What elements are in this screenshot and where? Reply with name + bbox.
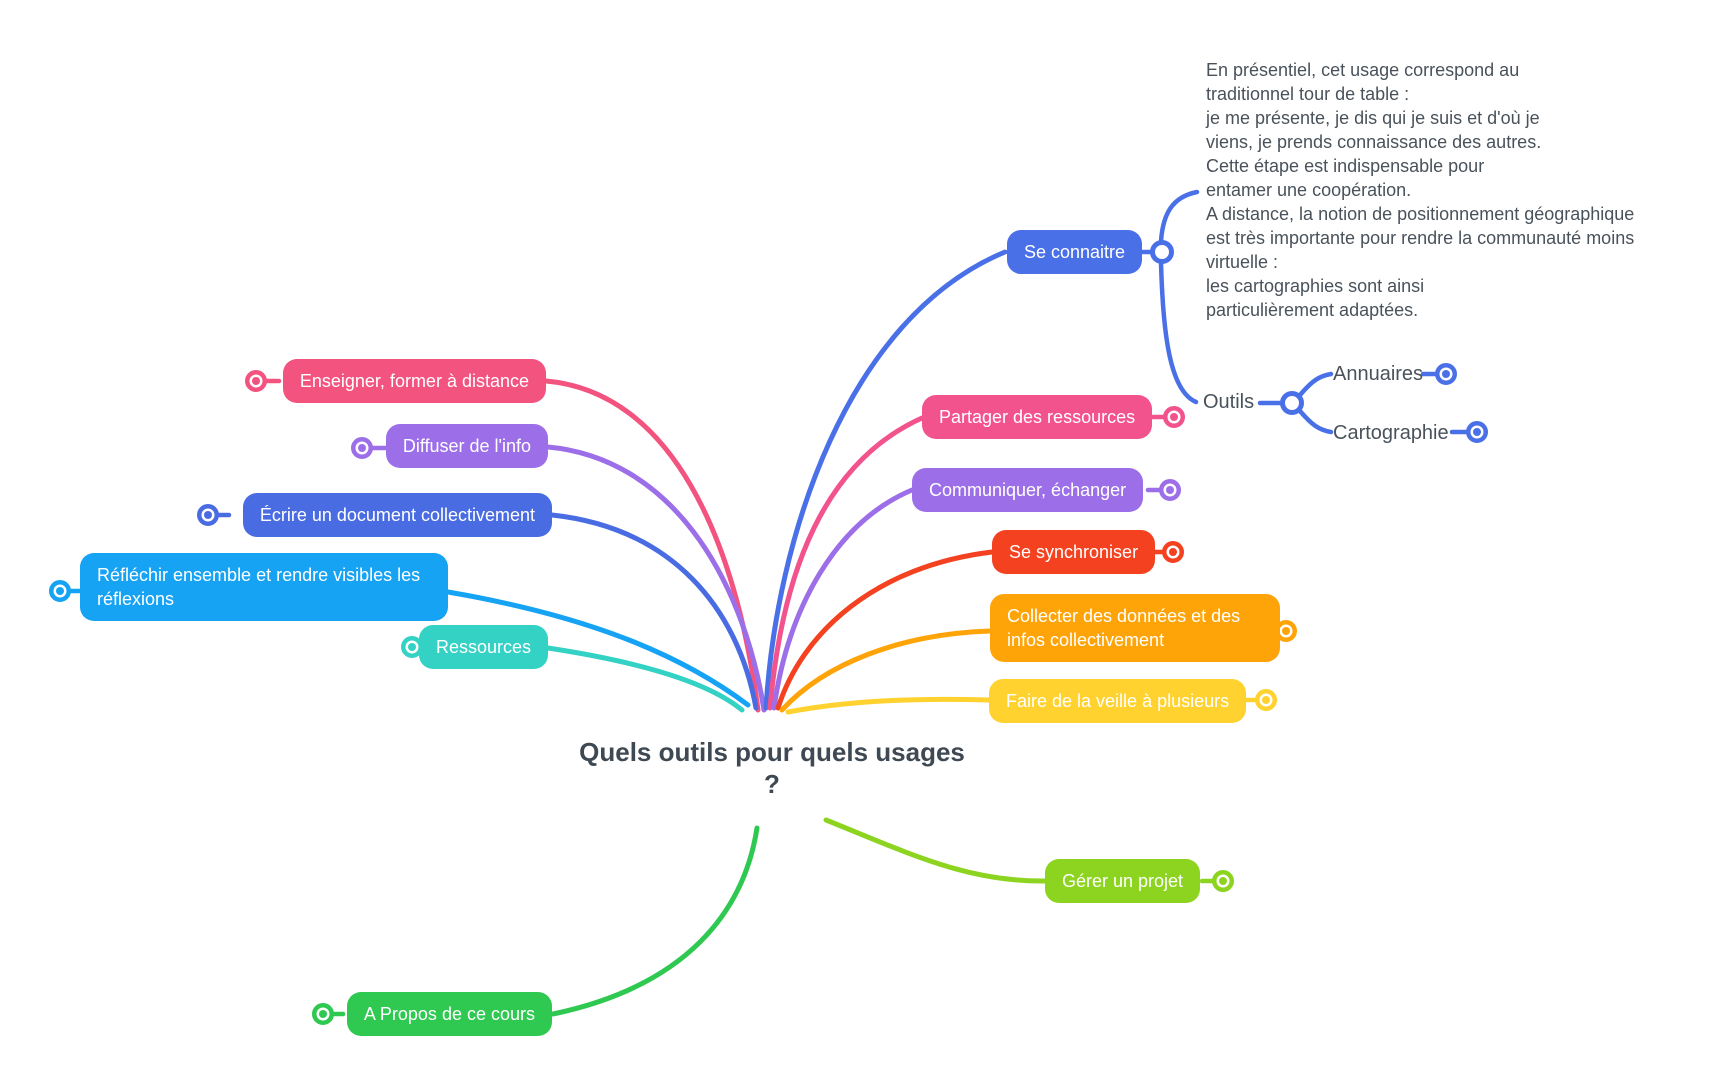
connector-junction-to-annotation — [1158, 189, 1200, 244]
target-icon-gerer[interactable] — [1212, 870, 1234, 892]
node-synchroniser[interactable]: Se synchroniser — [992, 530, 1156, 574]
node-enseigner[interactable]: Enseigner, former à distance — [282, 359, 546, 403]
branch-curve-veille — [785, 696, 992, 715]
node-reflechir[interactable]: Réfléchir ensemble et rendre visibles le… — [80, 553, 448, 621]
branch-curve-gerer — [823, 817, 1048, 884]
node-annuaires[interactable]: Annuaires — [1333, 363, 1424, 385]
target-icon-partager[interactable] — [1163, 406, 1185, 428]
target-icon-annuaires[interactable] — [1435, 363, 1457, 385]
connector-junction-to-outils — [1158, 260, 1199, 405]
node-gerer[interactable]: Gérer un projet — [1045, 859, 1201, 903]
node-ressources[interactable]: Ressources — [418, 625, 548, 669]
root-title-line1: Quels outils pour quels usages — [579, 737, 965, 767]
branch-curve-diffuser — [545, 444, 767, 713]
target-icon-diffuser[interactable] — [351, 437, 373, 459]
target-icon-synchroniser[interactable] — [1162, 541, 1184, 563]
branch-curve-collecter — [779, 628, 993, 713]
target-icon-reflechir[interactable] — [49, 580, 71, 602]
connector-junction-to-annuaires — [1297, 371, 1334, 398]
root-node-title[interactable]: Quels outils pour quels usages ? — [522, 736, 1022, 800]
branch-curve-partager — [767, 415, 925, 711]
target-icon-cartographie[interactable] — [1466, 421, 1488, 443]
branch-curve-synchroniser — [775, 549, 995, 711]
target-icon-veille[interactable] — [1255, 689, 1277, 711]
target-icon-communiquer[interactable] — [1159, 479, 1181, 501]
target-icon-enseigner[interactable] — [245, 370, 267, 392]
junction-circle-se-connaitre[interactable] — [1150, 240, 1174, 264]
node-partager[interactable]: Partager des ressources — [922, 395, 1153, 439]
target-icon-apropos[interactable] — [312, 1003, 334, 1025]
branch-curve-apropos — [550, 825, 760, 1017]
node-diffuser[interactable]: Diffuser de l'info — [385, 424, 548, 468]
branch-curve-ressources — [545, 645, 745, 713]
node-communiquer[interactable]: Communiquer, échanger — [912, 468, 1144, 512]
connector-junction-to-cartographie — [1297, 408, 1334, 435]
target-icon-ecrire[interactable] — [197, 504, 219, 526]
node-cartographie[interactable]: Cartographie — [1333, 422, 1449, 444]
node-apropos[interactable]: A Propos de ce cours — [346, 992, 552, 1036]
branch-curve-communiquer — [771, 487, 915, 711]
junction-circle-outils[interactable] — [1280, 391, 1304, 415]
root-title-line2: ? — [764, 769, 780, 799]
annotation-note[interactable]: En présentiel, cet usage correspond au t… — [1206, 60, 1635, 320]
node-ecrire[interactable]: Écrire un document collectivement — [242, 493, 552, 537]
node-se-connaitre[interactable]: Se connaitre — [1007, 230, 1143, 274]
branch-curve-se-connaitre — [763, 249, 1008, 711]
node-veille[interactable]: Faire de la veille à plusieurs — [989, 679, 1247, 723]
branch-curve-reflechir — [445, 589, 751, 708]
node-outils[interactable]: Outils — [1203, 391, 1255, 413]
node-collecter[interactable]: Collecter des données et des infos colle… — [990, 594, 1280, 662]
branch-curve-ecrire — [549, 512, 759, 711]
